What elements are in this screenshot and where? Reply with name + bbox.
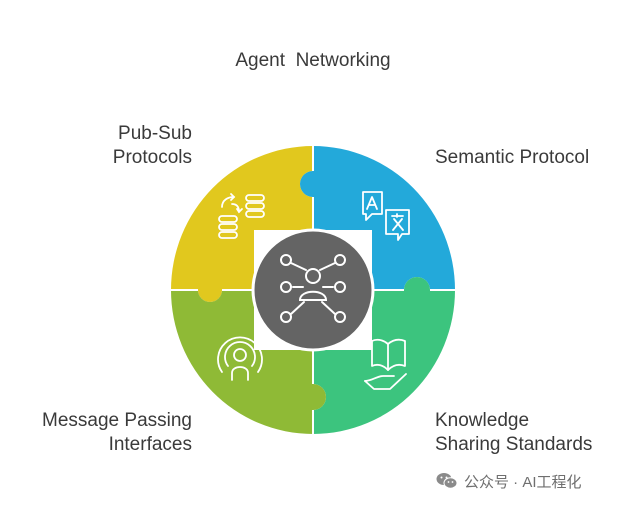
puzzle-piece-top-right xyxy=(300,146,455,290)
label-line: Sharing Standards xyxy=(435,434,593,455)
label-line: Semantic Protocol xyxy=(435,147,590,168)
watermark: 公众号 · AI工程化 xyxy=(436,470,616,492)
agent-network-icon xyxy=(280,254,346,323)
label-line: Protocols xyxy=(112,147,192,168)
watermark-text: 公众号 · AI工程化 xyxy=(464,473,582,491)
label-pub-sub-protocols: Pub-Sub Protocols xyxy=(20,122,192,170)
puzzle-piece-top-left xyxy=(171,146,313,302)
label-line: Pub-Sub xyxy=(118,123,192,144)
center-hub xyxy=(251,228,375,352)
label-message-passing-interfaces: Message Passing Interfaces xyxy=(10,409,192,457)
database-sync-icon xyxy=(218,193,265,239)
label-line: Knowledge xyxy=(435,410,530,431)
book-hand-icon xyxy=(364,338,407,390)
label-knowledge-sharing-standards: Knowledge Sharing Standards xyxy=(435,409,625,457)
broadcast-person-icon xyxy=(217,336,263,381)
translate-icon xyxy=(362,191,410,241)
label-line: Message Passing xyxy=(42,410,192,431)
wechat-icon xyxy=(436,473,458,489)
label-line: Interfaces xyxy=(108,434,192,455)
label-semantic-protocol: Semantic Protocol xyxy=(435,146,625,170)
puzzle-piece-bottom-left xyxy=(171,290,326,434)
diagram-title: Agent Networking xyxy=(235,50,391,71)
puzzle-piece-bottom-right xyxy=(313,277,455,434)
